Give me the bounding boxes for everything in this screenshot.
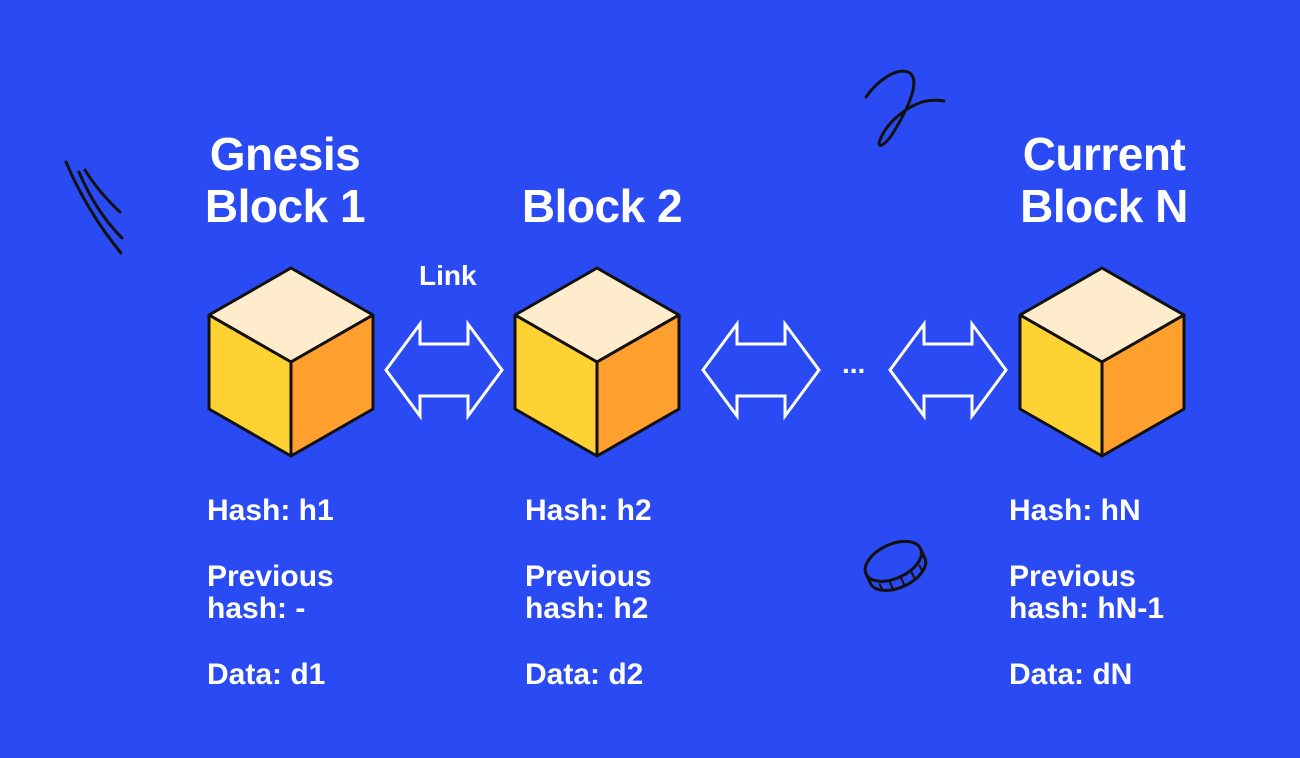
coin-icon <box>863 539 928 592</box>
scribble-lines-icon <box>64 160 124 255</box>
block-title-line1: Gnesis <box>209 128 361 180</box>
cube-icon <box>1018 266 1186 458</box>
cube-icon <box>207 266 375 458</box>
double-arrow-icon <box>888 319 1008 421</box>
double-arrow-icon <box>701 319 821 421</box>
block-title-line2: Block 1 <box>204 180 366 232</box>
block-info: Hash: hN Previous hash: hN-1 Data: dN <box>1009 495 1164 691</box>
block-info: Hash: h1 Previous hash: - Data: d1 <box>207 495 334 691</box>
squiggle-icon <box>864 69 946 147</box>
previous-hash-line1: Previous <box>525 560 652 593</box>
hash-text: Hash: h2 <box>525 494 652 527</box>
ellipsis: ... <box>842 348 866 379</box>
link-label: Link <box>419 260 477 291</box>
block-info: Hash: h2 Previous hash: h2 Data: d2 <box>525 495 652 691</box>
previous-hash-line1: Previous <box>207 560 334 593</box>
previous-hash-line2: hash: h2 <box>525 592 649 625</box>
block-title-line2: Block 2 <box>521 180 683 232</box>
data-text: Data: d1 <box>207 658 326 691</box>
cube-icon <box>513 266 681 458</box>
hash-text: Hash: hN <box>1009 494 1141 527</box>
previous-hash-line2: hash: hN-1 <box>1009 592 1165 625</box>
data-text: Data: dN <box>1009 658 1133 691</box>
block-title-line1: Current <box>1022 128 1186 180</box>
block-title: Gnesis Block 1 <box>185 128 385 232</box>
block-title: Current Block N <box>990 128 1218 232</box>
previous-hash-line1: Previous <box>1009 560 1136 593</box>
block-title: Block 2 <box>492 180 712 232</box>
previous-hash-line2: hash: - <box>207 592 306 625</box>
data-text: Data: d2 <box>525 658 644 691</box>
double-arrow-icon <box>384 319 504 421</box>
block-title-line2: Block N <box>1020 180 1188 232</box>
hash-text: Hash: h1 <box>207 494 334 527</box>
